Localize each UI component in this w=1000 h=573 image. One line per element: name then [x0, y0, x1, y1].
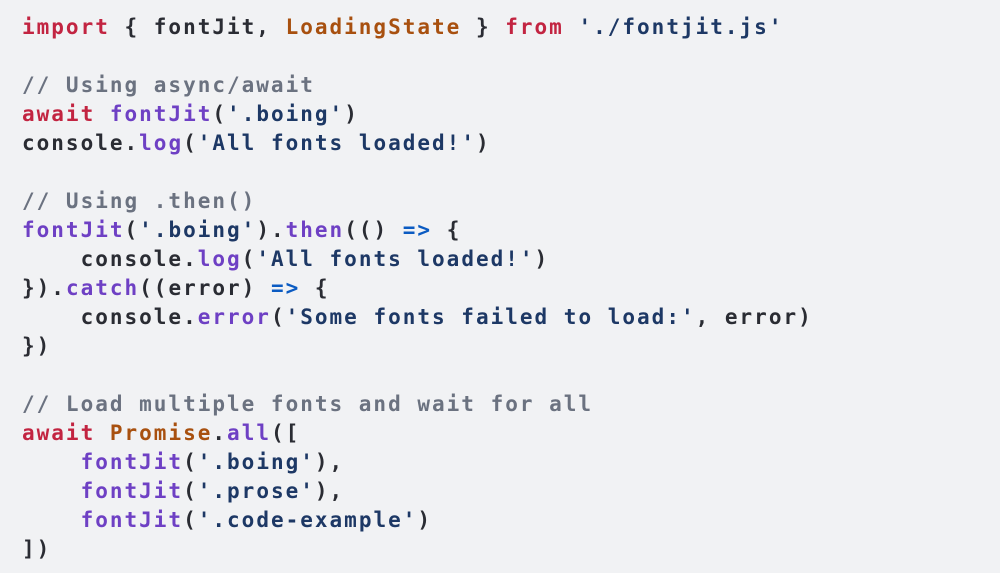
code-token-plain: }). [22, 276, 66, 300]
code-token-string: './fontjit.js' [578, 15, 784, 39]
code-token-plain: ( [212, 102, 228, 126]
code-token-plain [564, 15, 579, 39]
code-token-plain: console. [22, 131, 140, 155]
code-token-function: fontJit [22, 218, 125, 242]
code-token-plain [22, 508, 81, 532]
code-token-string: 'All fonts loaded!' [197, 131, 476, 155]
code-token-plain: ). [256, 218, 286, 242]
code-token-keyword: from [505, 15, 564, 39]
code-token-plain: ( [183, 479, 198, 503]
code-token-plain: (() [344, 218, 403, 242]
code-token-plain: ([ [270, 421, 301, 445]
code-line: // Load multiple fonts and wait for all [22, 390, 990, 419]
code-line: fontJit('.code-example') [22, 506, 990, 535]
code-token-string: 'All fonts loaded!' [256, 247, 535, 271]
code-line: console.log('All fonts loaded!') [22, 245, 990, 274]
code-token-class: Promise [109, 421, 213, 445]
code-token-plain: ( [183, 508, 198, 532]
code-token-function: log [139, 131, 184, 155]
code-token-comment: // Load multiple fonts and wait for all [22, 392, 594, 416]
code-token-string: '.code-example' [197, 508, 418, 532]
code-line: fontJit('.boing').then(() => { [22, 216, 990, 245]
code-line: await fontJit('.boing') [22, 100, 990, 129]
code-token-plain: ( [183, 131, 198, 155]
code-token-operator: => [402, 218, 433, 242]
code-token-plain: ( [183, 450, 198, 474]
code-token-plain: . [212, 421, 228, 445]
code-token-plain: , error) [695, 305, 813, 329]
code-token-plain [22, 479, 81, 503]
code-token-keyword: import [22, 15, 110, 39]
code-line: }).catch((error) => { [22, 274, 990, 303]
code-token-keyword: await [22, 421, 96, 445]
code-token-string: 'Some fonts failed to load:' [285, 305, 696, 329]
code-token-class: LoadingState [285, 15, 462, 39]
code-token-plain: }) [22, 334, 52, 358]
code-token-string: '.prose' [197, 479, 315, 503]
code-token-function: error [197, 305, 271, 329]
code-token-plain: ( [270, 305, 286, 329]
code-line [22, 361, 990, 390]
code-token-function: catch [65, 276, 140, 300]
code-token-function: fontJit [80, 508, 184, 532]
code-token-plain [95, 421, 110, 445]
code-token-plain: ( [124, 218, 140, 242]
code-token-comment: // Using async/await [22, 73, 315, 97]
code-token-plain: { fontJit, [109, 15, 286, 39]
code-token-keyword: await [22, 102, 96, 126]
code-line: await Promise.all([ [22, 419, 990, 448]
code-line [22, 158, 990, 187]
code-token-plain: ]) [22, 537, 52, 561]
code-token-function: log [197, 247, 242, 271]
code-token-plain: ) [417, 508, 433, 532]
code-token-plain: ) [534, 247, 550, 271]
code-line: console.log('All fonts loaded!') [22, 129, 990, 158]
code-token-plain: console. [22, 247, 198, 271]
code-token-operator: => [270, 276, 301, 300]
code-token-plain: ) [475, 131, 491, 155]
code-line: // Using async/await [22, 71, 990, 100]
code-token-plain: ((error) [139, 276, 271, 300]
code-token-function: fontJit [80, 479, 184, 503]
code-token-comment: // Using .then() [22, 189, 257, 213]
code-token-function: fontJit [109, 102, 213, 126]
code-line: // Using .then() [22, 187, 990, 216]
code-token-plain [22, 450, 81, 474]
code-token-plain: ), [314, 479, 345, 503]
code-line: fontJit('.boing'), [22, 448, 990, 477]
code-token-string: '.boing' [139, 218, 257, 242]
code-token-function: then [285, 218, 345, 242]
code-token-string: '.boing' [197, 450, 315, 474]
code-token-plain: } [461, 15, 506, 39]
code-token-string: '.boing' [227, 102, 345, 126]
code-token-plain: { [432, 218, 462, 242]
code-token-plain: console. [22, 305, 198, 329]
code-token-plain: ), [314, 450, 345, 474]
code-line [22, 42, 990, 71]
code-line: fontJit('.prose'), [22, 477, 990, 506]
code-token-plain: ) [344, 102, 359, 126]
code-token-plain: ( [241, 247, 257, 271]
code-line: import { fontJit, LoadingState } from '.… [22, 13, 990, 42]
code-token-function: all [227, 421, 271, 445]
code-line: console.error('Some fonts failed to load… [22, 303, 990, 332]
code-line: ]) [22, 535, 990, 564]
code-token-function: fontJit [80, 450, 184, 474]
code-line: }) [22, 332, 990, 361]
code-token-plain [95, 102, 110, 126]
code-token-plain: { [300, 276, 330, 300]
